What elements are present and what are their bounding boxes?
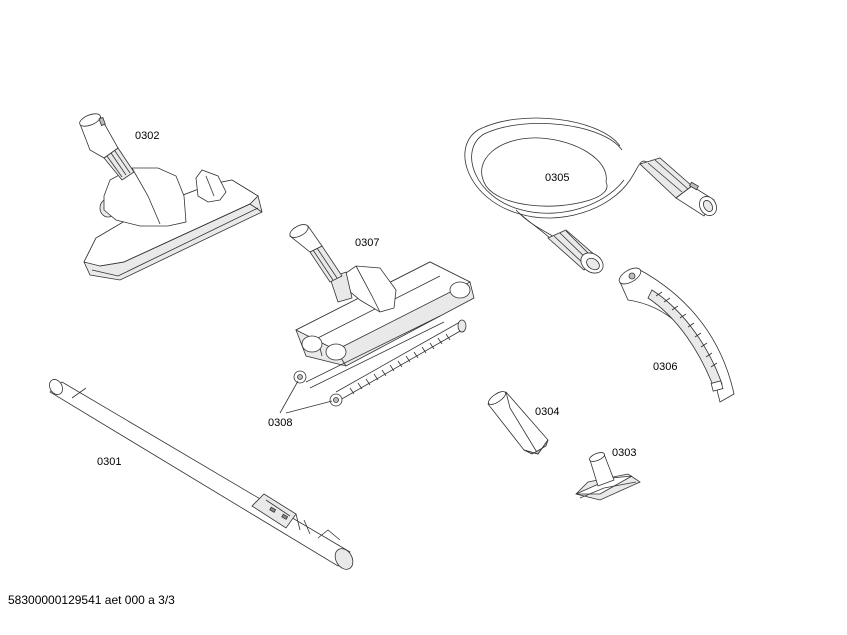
crevice-tool-drawing — [487, 391, 549, 455]
handle-drawing — [618, 267, 735, 403]
upholstery-tool-drawing — [575, 452, 641, 501]
label-parquet-nozzle: 0307 — [355, 237, 380, 249]
parquet-nozzle-drawing — [279, 224, 475, 414]
label-crevice-tool: 0304 — [535, 406, 560, 418]
label-hose: 0305 — [545, 172, 570, 184]
document-reference-footer: 58300000129541 aet 000 a 3/3 — [8, 593, 175, 607]
label-handle: 0306 — [653, 361, 678, 373]
label-upholstery-tool: 0303 — [612, 447, 637, 459]
label-telescopic-tube: 0301 — [97, 456, 122, 468]
telescopic-tube-drawing — [49, 379, 354, 570]
label-floor-nozzle: 0302 — [135, 130, 160, 142]
floor-nozzle-drawing — [79, 113, 263, 281]
label-wheels-axles: 0308 — [268, 417, 293, 429]
hose-drawing — [464, 117, 717, 274]
